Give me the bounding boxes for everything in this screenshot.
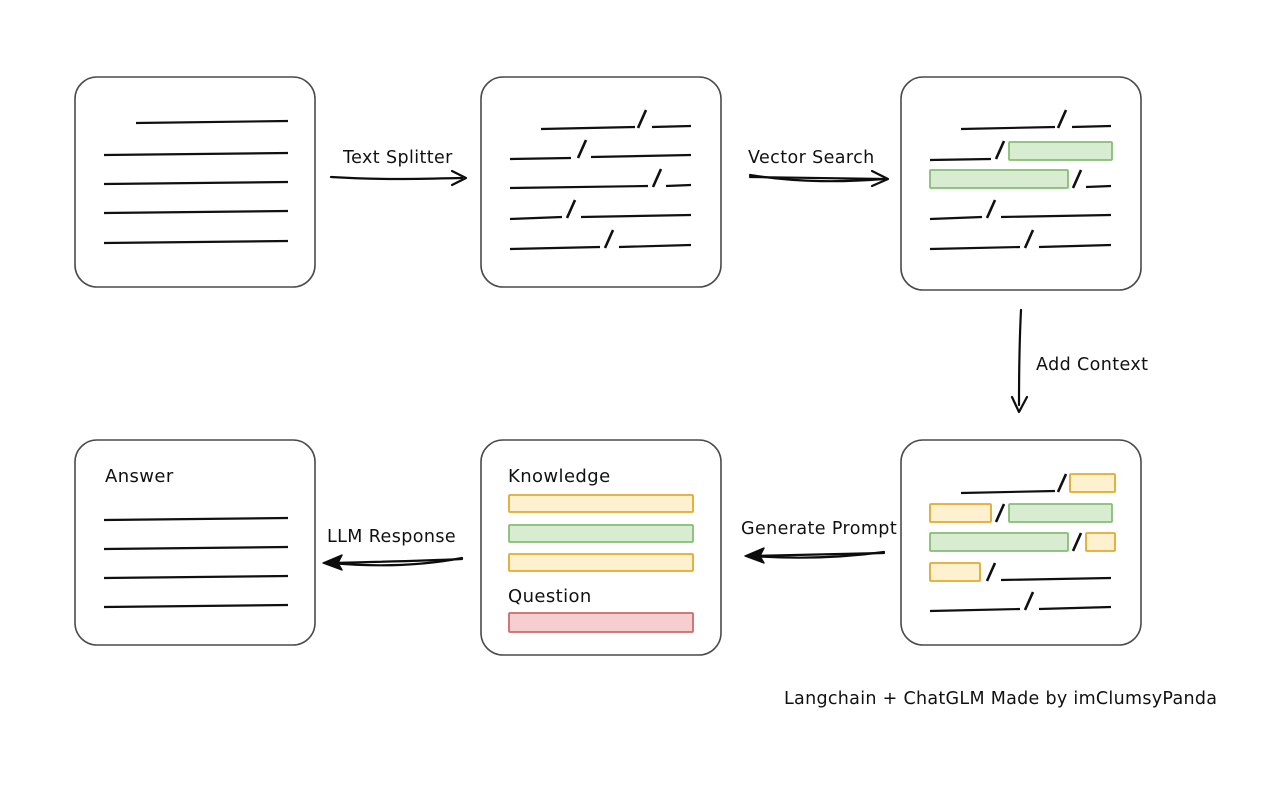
- slash-mark: [985, 562, 997, 582]
- text-rule: [1085, 184, 1112, 189]
- text-rule: [651, 124, 692, 129]
- diagram-caption: Langchain + ChatGLM Made by imClumsyPand…: [784, 689, 1217, 709]
- text-rule: [929, 215, 983, 221]
- text-rule: [509, 215, 563, 221]
- text-rule: [103, 239, 289, 245]
- answer-lines: [103, 516, 289, 609]
- text-rule: [103, 209, 289, 215]
- prompt-knowledge-label: Knowledge: [508, 466, 611, 487]
- prompt-question-label: Question: [508, 586, 592, 607]
- edge-generate-prompt: Generate Prompt: [741, 519, 897, 564]
- slash-mark: [985, 199, 997, 219]
- arrow-shaft-2: [750, 551, 886, 558]
- slash-mark: [576, 139, 588, 159]
- text-rule: [509, 184, 649, 190]
- slash-mark: [1071, 532, 1083, 552]
- arrow-shaft: [329, 175, 464, 181]
- slash-mark: [1023, 229, 1035, 249]
- chunk-chip-yellow[interactable]: [929, 562, 981, 582]
- edge-label-vector-search: Vector Search: [748, 148, 875, 168]
- knowledge-bar-green[interactable]: [508, 524, 694, 543]
- arrow-shaft-2: [329, 557, 464, 565]
- edge-label-generate-prompt: Generate Prompt: [741, 519, 897, 539]
- text-rule: [103, 151, 289, 157]
- chunk-chip-green[interactable]: [929, 169, 1069, 189]
- chunk-chip-yellow[interactable]: [929, 503, 992, 523]
- text-rule: [590, 153, 692, 159]
- prompt-box[interactable]: [480, 439, 722, 656]
- slash-mark: [651, 168, 663, 188]
- text-rule: [540, 125, 636, 131]
- text-rule: [929, 157, 992, 162]
- answer-label: Answer: [105, 466, 174, 487]
- text-rule: [135, 119, 289, 125]
- node-vector-matched-chunks[interactable]: [900, 76, 1142, 291]
- text-rule: [1038, 243, 1112, 249]
- answer-box[interactable]: [74, 439, 316, 646]
- split-chunks-box[interactable]: [480, 76, 722, 288]
- split-chunks-lines: [509, 109, 692, 251]
- text-rule: [929, 245, 1021, 251]
- node-prompt[interactable]: Knowledge Question: [480, 439, 722, 656]
- text-rule: [1000, 213, 1112, 219]
- context-chunks-lines: [929, 473, 1116, 613]
- chunk-chip-yellow[interactable]: [1085, 532, 1116, 552]
- edge-vector-search: Vector Search: [748, 148, 890, 188]
- text-rule: [103, 574, 289, 580]
- edge-add-context: Add Context: [1010, 308, 1148, 414]
- vector-matched-chunks-lines: [929, 109, 1113, 251]
- text-rule: [103, 516, 289, 522]
- edge-label-text-splitter: Text Splitter: [342, 148, 453, 168]
- slash-mark: [1056, 473, 1068, 493]
- knowledge-bar-yellow[interactable]: [508, 494, 694, 513]
- text-rule: [1038, 605, 1112, 611]
- chunk-chip-yellow[interactable]: [1069, 473, 1116, 493]
- slash-mark: [1056, 109, 1068, 129]
- arrow-head-icon: [744, 547, 765, 564]
- arrow-shaft: [1017, 308, 1023, 407]
- text-rule: [618, 243, 692, 249]
- slash-mark: [636, 109, 648, 129]
- edge-label-llm-response: LLM Response: [327, 527, 456, 547]
- text-rule: [1000, 576, 1112, 582]
- slash-mark: [994, 140, 1006, 160]
- text-rule: [960, 125, 1056, 131]
- source-document-lines: [103, 119, 289, 245]
- chunk-chip-green[interactable]: [929, 532, 1069, 552]
- text-rule: [929, 607, 1021, 613]
- slash-mark: [1023, 591, 1035, 611]
- chunk-chip-green[interactable]: [1008, 141, 1113, 161]
- text-rule: [509, 245, 601, 251]
- edge-label-add-context: Add Context: [1036, 355, 1148, 375]
- arrow-head-icon: [322, 554, 343, 571]
- text-rule: [1071, 124, 1112, 129]
- text-rule: [103, 545, 289, 551]
- text-rule: [103, 603, 289, 609]
- slash-mark: [603, 229, 615, 249]
- node-answer[interactable]: Answer: [74, 439, 316, 646]
- question-bar-red[interactable]: [508, 612, 694, 633]
- slash-mark: [994, 503, 1006, 523]
- node-split-chunks[interactable]: [480, 76, 722, 288]
- node-source-document[interactable]: [74, 76, 316, 288]
- chunk-chip-green[interactable]: [1008, 503, 1113, 523]
- text-rule: [103, 180, 289, 186]
- slash-mark: [565, 199, 577, 219]
- text-rule: [580, 213, 692, 219]
- slash-mark: [1071, 169, 1083, 189]
- arrow-head-icon: [450, 169, 468, 187]
- arrow-shaft-2: [748, 175, 886, 181]
- node-context-chunks[interactable]: [900, 439, 1142, 646]
- text-rule: [665, 183, 692, 188]
- arrow-head-icon: [870, 169, 890, 188]
- text-rule: [960, 489, 1056, 495]
- knowledge-bar-yellow[interactable]: [508, 553, 694, 572]
- text-rule: [509, 156, 572, 161]
- edge-llm-response: LLM Response: [322, 527, 464, 571]
- edge-text-splitter: Text Splitter: [329, 148, 468, 187]
- arrow-head-icon: [1010, 395, 1029, 414]
